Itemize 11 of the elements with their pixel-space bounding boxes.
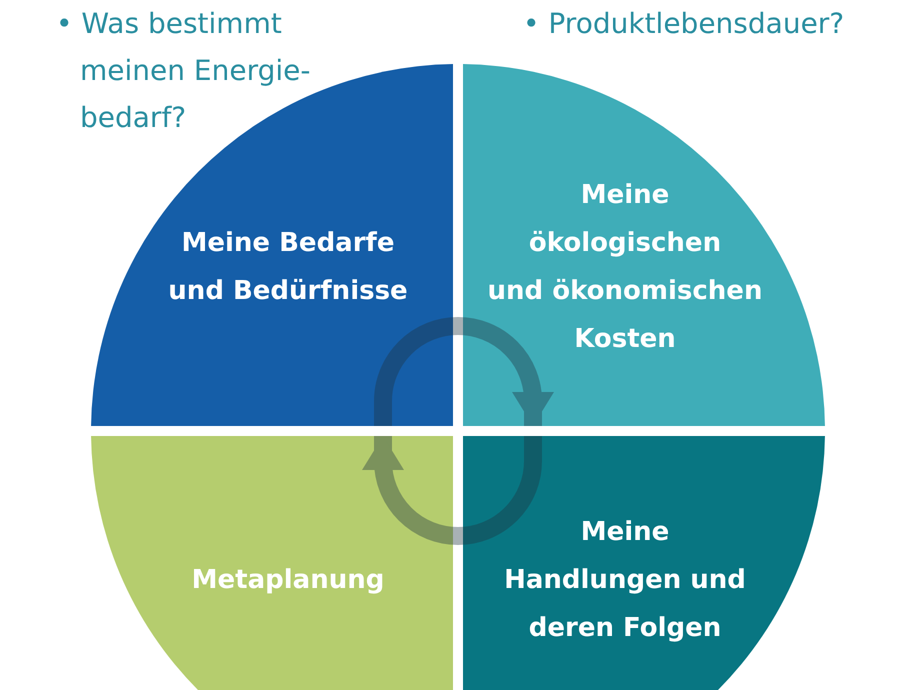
quarter-circle-segment — [91, 436, 453, 690]
curved-arrow — [374, 317, 554, 426]
bullet-text: • Was bestimmt meinen Energie- bedarf? — [56, 6, 312, 136]
bullet-text: • Produktlebensdauer? — [523, 6, 846, 42]
curved-arrow — [362, 436, 542, 545]
segment-title: Meine ökologischen und ökonomischen Kosten — [486, 179, 764, 356]
segment-title: Meine Handlungen und deren Folgen — [503, 516, 747, 645]
quarter-circle-segment — [463, 64, 825, 426]
segment-title: Meine Bedarfe und Bedürfnisse — [167, 227, 409, 308]
segment-title: Metaplanung — [190, 564, 386, 597]
quarter-circle-segment — [463, 436, 825, 690]
